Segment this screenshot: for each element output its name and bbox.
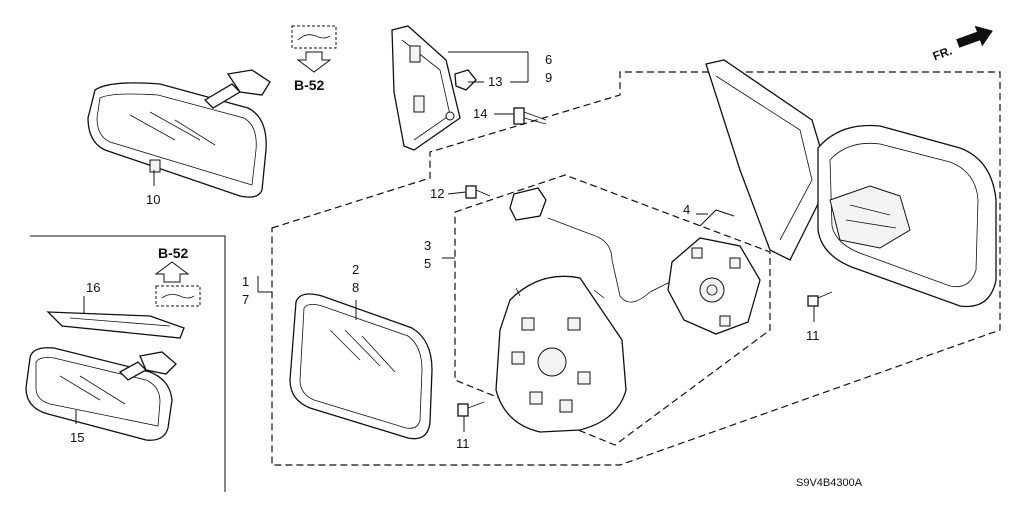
callout-13: 13 xyxy=(488,74,502,89)
reference-top: B-52 xyxy=(294,77,325,93)
callout-7: 7 xyxy=(242,292,249,307)
screw-14 xyxy=(513,107,547,125)
connector-part xyxy=(509,187,671,303)
callout-4: 4 xyxy=(683,202,690,217)
actuator-outline xyxy=(454,174,771,446)
inset-reference-group: B-52 xyxy=(154,245,201,307)
mirror-housing-part xyxy=(705,59,997,308)
callout-16: 16 xyxy=(86,280,100,295)
down-arrow-icon xyxy=(296,51,332,73)
clip-4 xyxy=(699,209,735,227)
diagram-code: S9V4B4300A xyxy=(796,477,863,489)
reference-inset: B-52 xyxy=(158,245,189,261)
callout-11-left: 11 xyxy=(456,436,470,451)
callout-6: 6 xyxy=(545,52,552,67)
mirror-assembly-outline xyxy=(271,71,1001,466)
inset-frame xyxy=(30,235,226,492)
cover-16-part xyxy=(46,311,185,339)
top-reference-group: B-52 xyxy=(291,25,337,93)
screw-12 xyxy=(465,185,491,199)
actuator-motor-part xyxy=(667,237,761,335)
clip-detail-box xyxy=(291,25,337,49)
inset-clip-detail-box xyxy=(155,285,201,307)
screw-11-left xyxy=(457,401,485,417)
callout-14: 14 xyxy=(473,106,487,121)
callout-15: 15 xyxy=(70,430,84,445)
mirror-base-cover-part xyxy=(391,25,477,151)
callout-8: 8 xyxy=(352,280,359,295)
front-direction-indicator: FR. xyxy=(931,25,993,64)
mirror-glass-part xyxy=(289,293,433,440)
callout-5: 5 xyxy=(424,256,431,271)
callout-11-right: 11 xyxy=(806,328,820,343)
screw-11-right xyxy=(807,291,833,307)
callout-12: 12 xyxy=(430,186,444,201)
callout-2: 2 xyxy=(352,262,359,277)
leader-lines xyxy=(75,51,815,432)
mirror-holder-part xyxy=(495,275,627,433)
callout-3: 3 xyxy=(424,238,431,253)
front-arrow-icon xyxy=(956,25,993,48)
up-arrow-icon xyxy=(154,261,190,283)
callout-1: 1 xyxy=(242,274,249,289)
front-label: FR. xyxy=(931,44,954,64)
callout-10: 10 xyxy=(146,192,160,207)
rearview-mirror-part xyxy=(87,69,271,198)
rearview-mirror-15-part xyxy=(25,347,177,441)
callout-9: 9 xyxy=(545,70,552,85)
